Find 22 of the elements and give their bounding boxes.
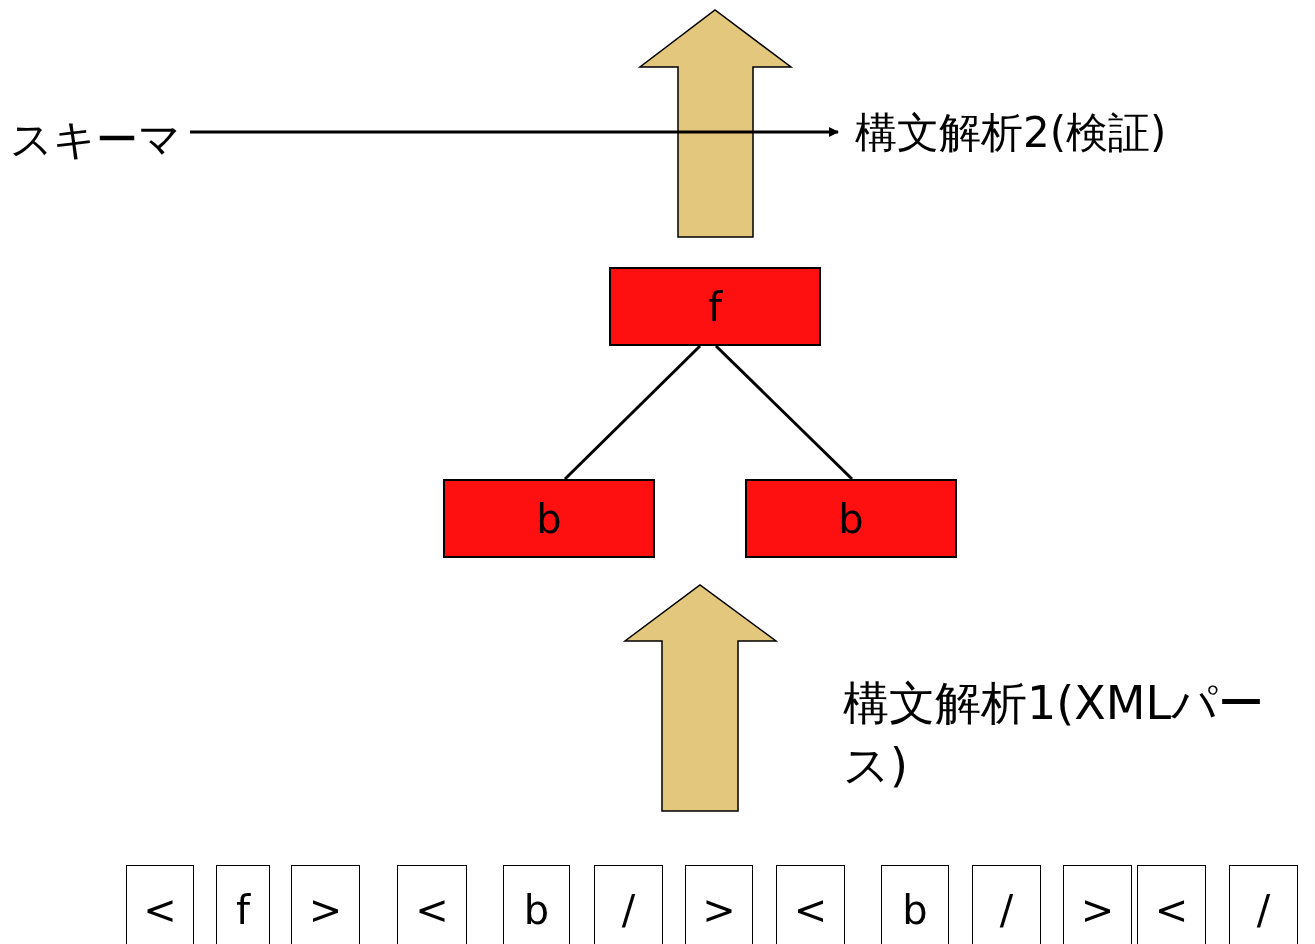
token-box: <	[397, 865, 467, 944]
token-box: <	[1137, 865, 1206, 944]
token-box: <	[776, 865, 845, 944]
tree-node-box: f	[609, 267, 821, 346]
token-box: <	[126, 865, 194, 944]
arrow	[190, 127, 839, 137]
connector-line	[714, 344, 854, 481]
step-label: 構文解析1(XMLパース)	[843, 675, 1266, 794]
tree-node-box: b	[443, 479, 655, 558]
node-label: 構文解析2(検証)	[855, 105, 1260, 161]
token-box: b	[881, 865, 949, 944]
connector-line	[563, 344, 702, 481]
token-box: >	[291, 865, 360, 944]
node-label: スキーマ	[10, 112, 190, 168]
token-box: b	[503, 865, 570, 944]
token-box: >	[1063, 865, 1132, 944]
token-box: >	[685, 865, 753, 944]
token-box: /	[594, 865, 663, 944]
token-box: /	[972, 865, 1041, 944]
tree-node-box: b	[745, 479, 957, 558]
token-box: /	[1229, 865, 1298, 944]
token-box: f	[216, 865, 270, 944]
